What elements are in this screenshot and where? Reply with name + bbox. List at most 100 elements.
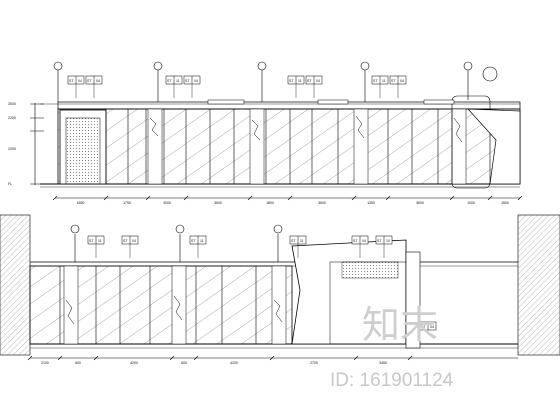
level-marks: 3000 2200 2000 FL bbox=[8, 102, 44, 186]
dimension-label: 3600 bbox=[318, 201, 326, 205]
dimension-label: 3450 bbox=[379, 361, 387, 365]
column-outline bbox=[451, 95, 491, 189]
dimension-tick bbox=[247, 195, 253, 201]
dimension-label: 1350 bbox=[367, 201, 375, 205]
level-label: FL bbox=[8, 182, 12, 186]
tag-code: ST bbox=[87, 79, 92, 83]
tag-number: 04 bbox=[194, 79, 198, 83]
dimension-label: 2100 bbox=[41, 361, 49, 365]
wall-elevation-top bbox=[57, 108, 521, 185]
tag-number: 11 bbox=[298, 79, 302, 83]
dimension-tick bbox=[93, 355, 99, 361]
dimension-label: 4200 bbox=[230, 361, 238, 365]
dimension-tick bbox=[269, 355, 275, 361]
dimension-tick bbox=[183, 195, 189, 201]
tag-code: ST bbox=[353, 239, 358, 243]
material-tag: ST 04 bbox=[351, 235, 369, 258]
curved-end-wall bbox=[467, 108, 521, 185]
dimension-tick bbox=[103, 195, 109, 201]
dimension-tick bbox=[487, 195, 493, 201]
material-tag: ST 11 bbox=[87, 235, 105, 258]
tag-code: ST bbox=[291, 239, 296, 243]
wall-section bbox=[0, 214, 31, 356]
material-tag: ST 04 bbox=[85, 75, 103, 98]
tag-number: 11 bbox=[300, 239, 304, 243]
material-tag: ST 04 bbox=[67, 75, 85, 98]
pilasters bbox=[147, 108, 467, 185]
material-tags-bottom: ST 11 ST 04 ST 11 ST 11 ST 04 ST 10 bbox=[87, 235, 393, 258]
watermark: 知末 ID: 161901124 bbox=[330, 303, 454, 391]
tag-code: ST bbox=[421, 325, 426, 329]
tag-number: 04 bbox=[132, 239, 136, 243]
dimensions-bottom: 2100 600 4200 600 4200 2700 3450 bbox=[27, 355, 413, 365]
material-tag: ST 11 bbox=[189, 235, 207, 258]
dimension-tick bbox=[517, 195, 523, 201]
wall-section bbox=[517, 214, 560, 356]
tag-code: ST bbox=[377, 239, 382, 243]
tag-number: 11 bbox=[98, 239, 102, 243]
side-material-tag: ST 04 bbox=[419, 321, 437, 331]
dimension-tick bbox=[193, 355, 199, 361]
material-tag: ST 11 bbox=[287, 75, 305, 98]
dimension-label: 1750 bbox=[123, 201, 131, 205]
dimension-tick bbox=[27, 355, 33, 361]
tag-code: ST bbox=[185, 79, 190, 83]
tag-number: 11 bbox=[176, 79, 180, 83]
watermark-id: ID: 161901124 bbox=[330, 370, 454, 391]
tag-number: 11 bbox=[200, 239, 204, 243]
dimension-label: 1650 bbox=[77, 201, 85, 205]
dimension-label: 3600 bbox=[416, 201, 424, 205]
material-tag: ST 10 bbox=[375, 235, 393, 258]
dimension-tick bbox=[169, 355, 175, 361]
dimension-label: 4200 bbox=[130, 361, 138, 365]
dimension-label: 3000 bbox=[163, 201, 171, 205]
tag-number: 10 bbox=[386, 239, 390, 243]
material-tag: ST 04 bbox=[305, 75, 323, 98]
tag-code: ST bbox=[289, 79, 294, 83]
door-panel bbox=[65, 117, 101, 185]
dimension-label: 1800 bbox=[266, 201, 274, 205]
dimension-label: 2700 bbox=[310, 361, 318, 365]
material-tag: ST 11 bbox=[289, 235, 307, 258]
tag-code: ST bbox=[123, 239, 128, 243]
dimension-label: 1000 bbox=[467, 201, 475, 205]
tag-number: 04 bbox=[400, 79, 404, 83]
level-label: 2200 bbox=[8, 116, 16, 120]
material-tag: ST 04 bbox=[121, 235, 139, 258]
tag-number: 04 bbox=[78, 79, 82, 83]
dimension-tick bbox=[57, 355, 63, 361]
dimension-tick bbox=[449, 195, 455, 201]
tag-number: 04 bbox=[430, 325, 434, 329]
dimension-tick bbox=[385, 195, 391, 201]
tag-number: 04 bbox=[96, 79, 100, 83]
tag-code: ST bbox=[167, 79, 172, 83]
dimension-tick bbox=[407, 355, 413, 361]
level-label: 3000 bbox=[8, 102, 16, 106]
tag-number: 04 bbox=[362, 239, 366, 243]
tag-code: ST bbox=[89, 239, 94, 243]
material-tag: ST 11 bbox=[165, 75, 183, 98]
tag-number: 11 bbox=[382, 79, 386, 83]
level-label: 2000 bbox=[8, 147, 16, 151]
watermark-brand: 知末 bbox=[362, 303, 438, 347]
dimension-label: 600 bbox=[75, 361, 81, 365]
material-tag: ST 04 bbox=[183, 75, 201, 98]
grid-axis-markers bbox=[53, 61, 498, 102]
material-tag: ST 04 bbox=[389, 75, 407, 98]
elevation-top: 3000 2200 2000 FL bbox=[8, 61, 523, 205]
tag-code: ST bbox=[69, 79, 74, 83]
dimension-tick bbox=[351, 195, 357, 201]
tag-code: ST bbox=[307, 79, 312, 83]
tag-code: ST bbox=[391, 79, 396, 83]
dimension-tick bbox=[52, 195, 58, 201]
dimension-tick bbox=[353, 355, 359, 361]
tag-code: ST bbox=[191, 239, 196, 243]
dimension-label: 3600 bbox=[214, 201, 222, 205]
dimension-label: 600 bbox=[181, 361, 187, 365]
tag-number: 04 bbox=[316, 79, 320, 83]
